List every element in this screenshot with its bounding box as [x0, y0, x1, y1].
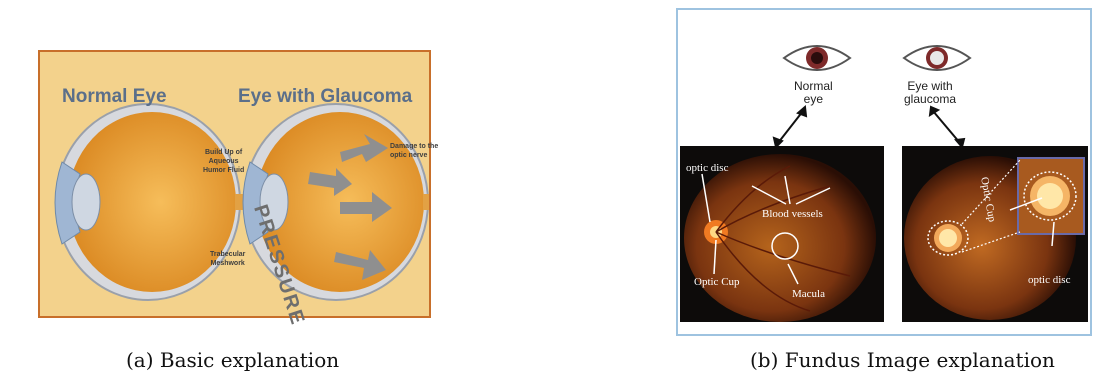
normal-eye-icon: [782, 40, 852, 76]
caption-a: (a) Basic explanation: [126, 348, 339, 372]
fundus-glaucoma-image: [902, 146, 1088, 322]
fundus-glaucoma-panel: Optic Cup optic disc: [902, 146, 1088, 322]
label-left-optic-cup: Optic Cup: [694, 276, 740, 288]
fundus-normal-panel: optic disc Blood vessels Optic Cup Macul…: [680, 146, 884, 322]
label-macula: Macula: [792, 288, 825, 300]
glaucoma-eye-icon: [902, 40, 972, 76]
title-eye-with-glaucoma: Eye with Glaucoma: [238, 86, 412, 108]
title-normal-eye: Normal Eye: [62, 86, 167, 108]
label-buildup-aqueous: Build Up of Aqueous Humor Fluid: [203, 148, 244, 175]
label-right-optic-disc: optic disc: [1028, 274, 1070, 286]
figure-b-panel: Normal eye Eye with glaucoma: [676, 8, 1092, 336]
label-trabecular-meshwork: Trabecular Meshwork: [210, 250, 245, 268]
label-left-optic-disc: optic disc: [686, 162, 728, 174]
label-normal-eye: Normal eye: [794, 80, 833, 106]
label-blood-vessels: Blood vessels: [762, 208, 823, 220]
label-eye-with-glaucoma: Eye with glaucoma: [904, 80, 956, 106]
figure-a-panel: Normal Eye Eye with Glaucoma Build Up of…: [38, 50, 431, 318]
label-damage-optic-nerve: Damage to the optic nerve: [390, 142, 438, 160]
normal-eye-drawing: [55, 104, 269, 300]
caption-b: (b) Fundus Image explanation: [750, 348, 1055, 372]
